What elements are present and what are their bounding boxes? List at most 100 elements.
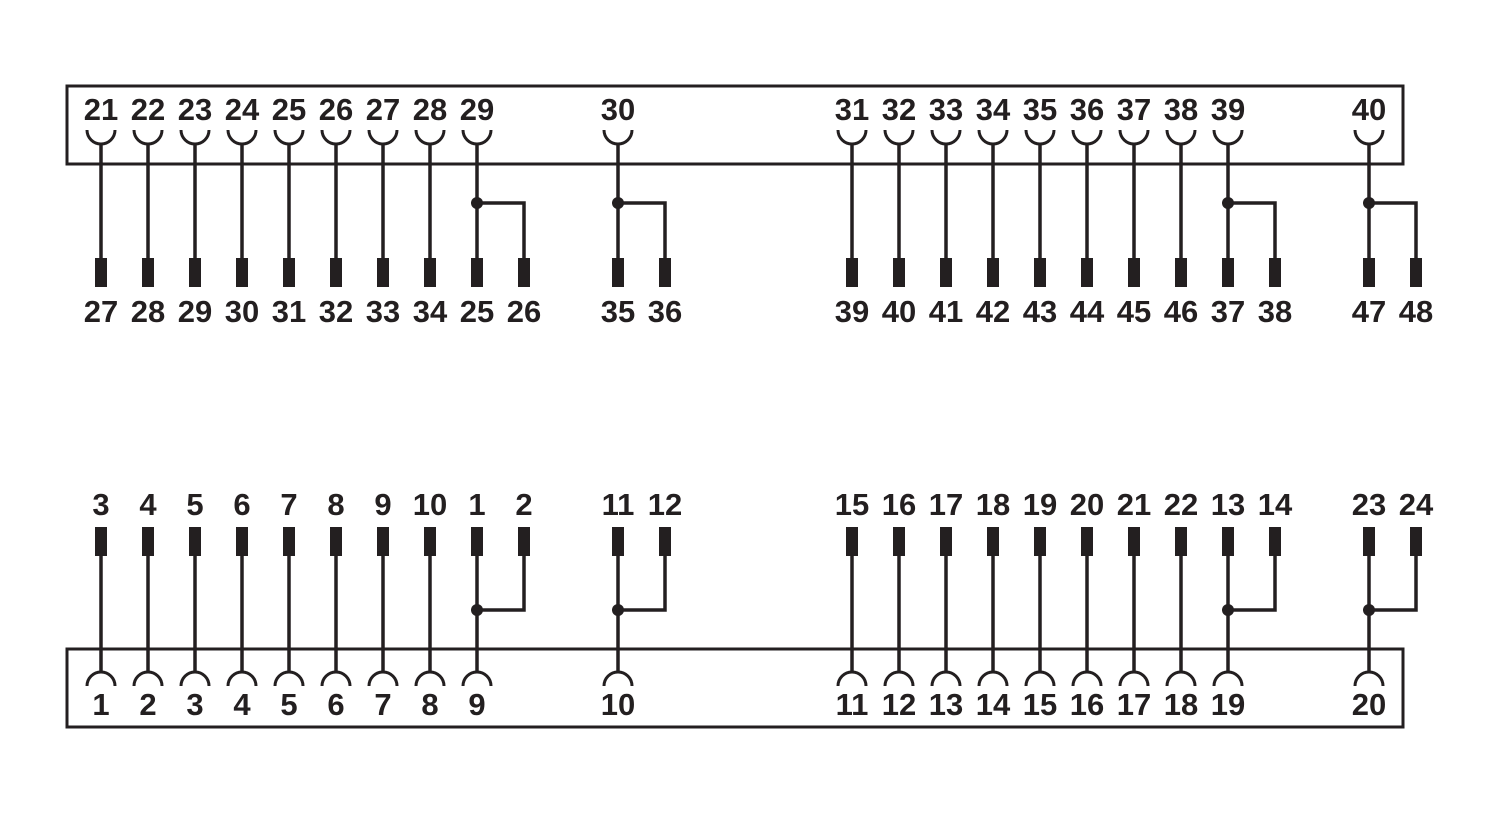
top-terminal-28-label: 28 bbox=[413, 92, 447, 127]
top-terminal-31-label: 31 bbox=[835, 92, 869, 127]
bottom-terminal-20-pin-24 bbox=[1410, 527, 1422, 556]
bottom-terminal-4: 46 bbox=[226, 487, 258, 722]
top-terminal-39-pin-37 bbox=[1222, 258, 1234, 287]
bottom-terminal-3-label: 3 bbox=[186, 687, 203, 722]
top-terminal-36-label: 36 bbox=[1070, 92, 1104, 127]
bottom-terminal-16-pin-20 bbox=[1081, 527, 1093, 556]
bottom-terminal-8-label: 8 bbox=[421, 687, 438, 722]
bottom-terminal-17-label: 17 bbox=[1117, 687, 1151, 722]
bottom-terminal-10-pin-11-label: 11 bbox=[602, 487, 635, 522]
bottom-terminal-9-pin-2 bbox=[518, 527, 530, 556]
bottom-terminal-19-pin-14-label: 14 bbox=[1258, 487, 1293, 522]
bottom-terminal-11-socket bbox=[836, 670, 868, 687]
top-terminal-32-pin-40 bbox=[893, 258, 905, 287]
top-terminal-26-pin-32 bbox=[330, 258, 342, 287]
bottom-terminal-7-pin-9-label: 9 bbox=[374, 487, 391, 522]
top-terminal-40-label: 40 bbox=[1352, 92, 1386, 127]
bottom-terminal-12-pin-16-label: 16 bbox=[882, 487, 916, 522]
top-terminal-29-socket bbox=[461, 129, 493, 146]
top-terminal-36-socket bbox=[1071, 129, 1103, 146]
top-terminal-29-pin-26-label: 26 bbox=[507, 294, 541, 329]
top-terminal-29-bridge-wire bbox=[477, 201, 526, 258]
bottom-terminal-15-label: 15 bbox=[1023, 687, 1057, 722]
top-terminal-30-label: 30 bbox=[601, 92, 635, 127]
bottom-terminal-13-label: 13 bbox=[929, 687, 963, 722]
top-terminal-25-pin-31-label: 31 bbox=[272, 294, 306, 329]
top-terminal-27-pin-33 bbox=[377, 258, 389, 287]
bottom-terminal-6: 68 bbox=[320, 487, 352, 722]
top-terminal-30-pin-35 bbox=[612, 258, 624, 287]
bottom-terminal-10-label: 10 bbox=[601, 687, 635, 722]
top-terminal-30-pin-35-label: 35 bbox=[601, 294, 635, 329]
top-terminal-36-pin-44 bbox=[1081, 258, 1093, 287]
top-terminal-37-pin-45-label: 45 bbox=[1117, 294, 1151, 329]
bottom-terminal-16-pin-20-label: 20 bbox=[1070, 487, 1104, 522]
top-terminal-29-pin-25-label: 25 bbox=[460, 294, 494, 329]
bottom-terminal-2-socket bbox=[132, 670, 164, 687]
bottom-terminal-12: 12 16 bbox=[882, 487, 916, 722]
bottom-terminal-5-socket bbox=[273, 670, 305, 687]
top-terminal-23-pin-29 bbox=[189, 258, 201, 287]
top-terminal-26-pin-32-label: 32 bbox=[319, 294, 353, 329]
top-terminal-25-socket bbox=[273, 129, 305, 146]
top-terminal-38-pin-46 bbox=[1175, 258, 1187, 287]
top-terminal-40-pin-47-label: 47 bbox=[1352, 294, 1386, 329]
top-terminal-39-label: 39 bbox=[1211, 92, 1245, 127]
top-terminal-39-bridge-wire bbox=[1228, 201, 1277, 258]
bottom-terminal-4-label: 4 bbox=[233, 687, 251, 722]
top-terminal-23-label: 23 bbox=[178, 92, 212, 127]
top-terminal-38-socket bbox=[1165, 129, 1197, 146]
bottom-terminal-16-label: 16 bbox=[1070, 687, 1104, 722]
bottom-terminal-6-socket bbox=[320, 670, 352, 687]
bottom-terminal-3-pin-5 bbox=[189, 527, 201, 556]
top-terminal-31-socket bbox=[836, 129, 868, 146]
bottom-terminal-18-socket bbox=[1165, 670, 1197, 687]
top-terminal-39-socket bbox=[1212, 129, 1244, 146]
bottom-terminal-7-pin-9 bbox=[377, 527, 389, 556]
bottom-terminal-4-pin-6-label: 6 bbox=[233, 487, 250, 522]
top-terminal-35-socket bbox=[1024, 129, 1056, 146]
top-terminal-38-label: 38 bbox=[1164, 92, 1198, 127]
bottom-terminal-7-label: 7 bbox=[374, 687, 391, 722]
bottom-terminal-8-socket bbox=[414, 670, 446, 687]
bottom-terminal-10-bridge-wire bbox=[618, 556, 667, 612]
bottom-terminal-11-pin-15 bbox=[846, 527, 858, 556]
top-terminal-33-pin-41-label: 41 bbox=[929, 294, 963, 329]
top-connector-housing bbox=[65, 84, 1405, 166]
bottom-terminal-8-pin-10-label: 10 bbox=[413, 487, 447, 522]
top-terminal-32-pin-40-label: 40 bbox=[882, 294, 916, 329]
bottom-terminal-11-pin-15-label: 15 bbox=[835, 487, 869, 522]
top-terminal-27-label: 27 bbox=[366, 92, 400, 127]
bottom-terminal-12-label: 12 bbox=[882, 687, 916, 722]
top-terminal-30-socket bbox=[602, 129, 634, 146]
top-terminal-24-label: 24 bbox=[225, 92, 260, 127]
top-terminal-34-pin-42 bbox=[987, 258, 999, 287]
top-terminal-29-pin-25 bbox=[471, 258, 483, 287]
bottom-terminal-12-pin-16 bbox=[893, 527, 905, 556]
bottom-terminal-19-pin-13 bbox=[1222, 527, 1234, 556]
bottom-terminal-3-socket bbox=[179, 670, 211, 687]
top-terminal-36-pin-44-label: 44 bbox=[1070, 294, 1105, 329]
top-terminal-28-pin-34 bbox=[424, 258, 436, 287]
bottom-terminal-5-pin-7-label: 7 bbox=[280, 487, 297, 522]
top-terminal-31-pin-39 bbox=[846, 258, 858, 287]
bottom-terminal-13-pin-17-label: 17 bbox=[929, 487, 963, 522]
bottom-terminal-6-pin-8 bbox=[330, 527, 342, 556]
bottom-terminal-19-pin-13-label: 13 bbox=[1211, 487, 1245, 522]
bottom-terminal-5-label: 5 bbox=[280, 687, 297, 722]
bottom-terminal-11-label: 11 bbox=[836, 687, 869, 722]
bottom-connector-housing bbox=[65, 647, 1405, 729]
top-terminal-24-socket bbox=[226, 129, 258, 146]
